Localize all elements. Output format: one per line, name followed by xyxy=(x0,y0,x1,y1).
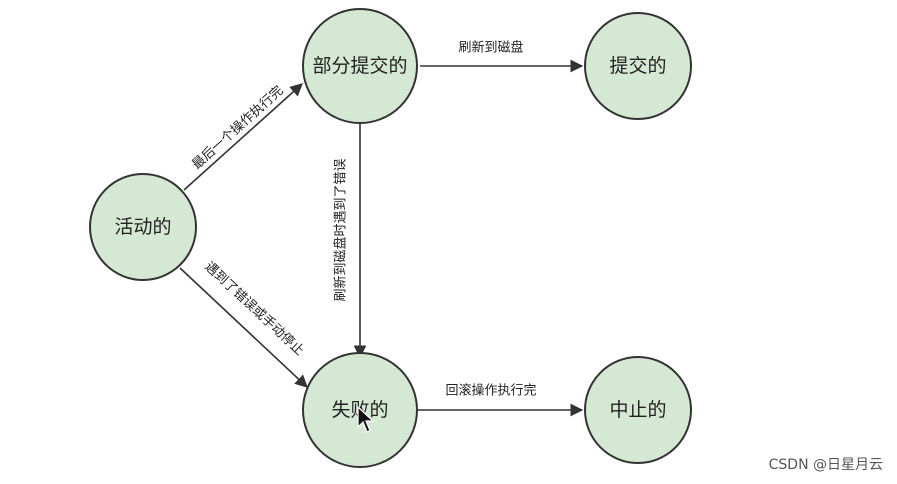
node-partially-committed: 部分提交的 xyxy=(302,8,418,124)
node-aborted: 中止的 xyxy=(584,356,692,464)
node-partially-committed-label: 部分提交的 xyxy=(312,55,407,77)
node-active-label: 活动的 xyxy=(114,216,171,238)
node-committed: 提交的 xyxy=(584,12,692,120)
edge-active-to-failed xyxy=(179,267,308,388)
node-aborted-label: 中止的 xyxy=(609,399,666,421)
label-active-to-partial: 最后一个操作执行完 xyxy=(189,83,287,173)
watermark: CSDN @日星月云 xyxy=(768,457,883,473)
label-partial-to-failed: 刷新到磁盘时遇到了错误 xyxy=(333,158,349,301)
label-failed-to-aborted: 回滚操作执行完 xyxy=(445,383,536,399)
label-partial-to-committed: 刷新到磁盘 xyxy=(458,40,523,56)
node-active: 活动的 xyxy=(89,173,197,281)
mouse-pointer-icon xyxy=(357,406,375,433)
label-active-to-failed: 遇到了错误或手动停止 xyxy=(201,258,307,358)
edge-active-to-partial xyxy=(183,83,303,191)
node-committed-label: 提交的 xyxy=(609,55,666,77)
